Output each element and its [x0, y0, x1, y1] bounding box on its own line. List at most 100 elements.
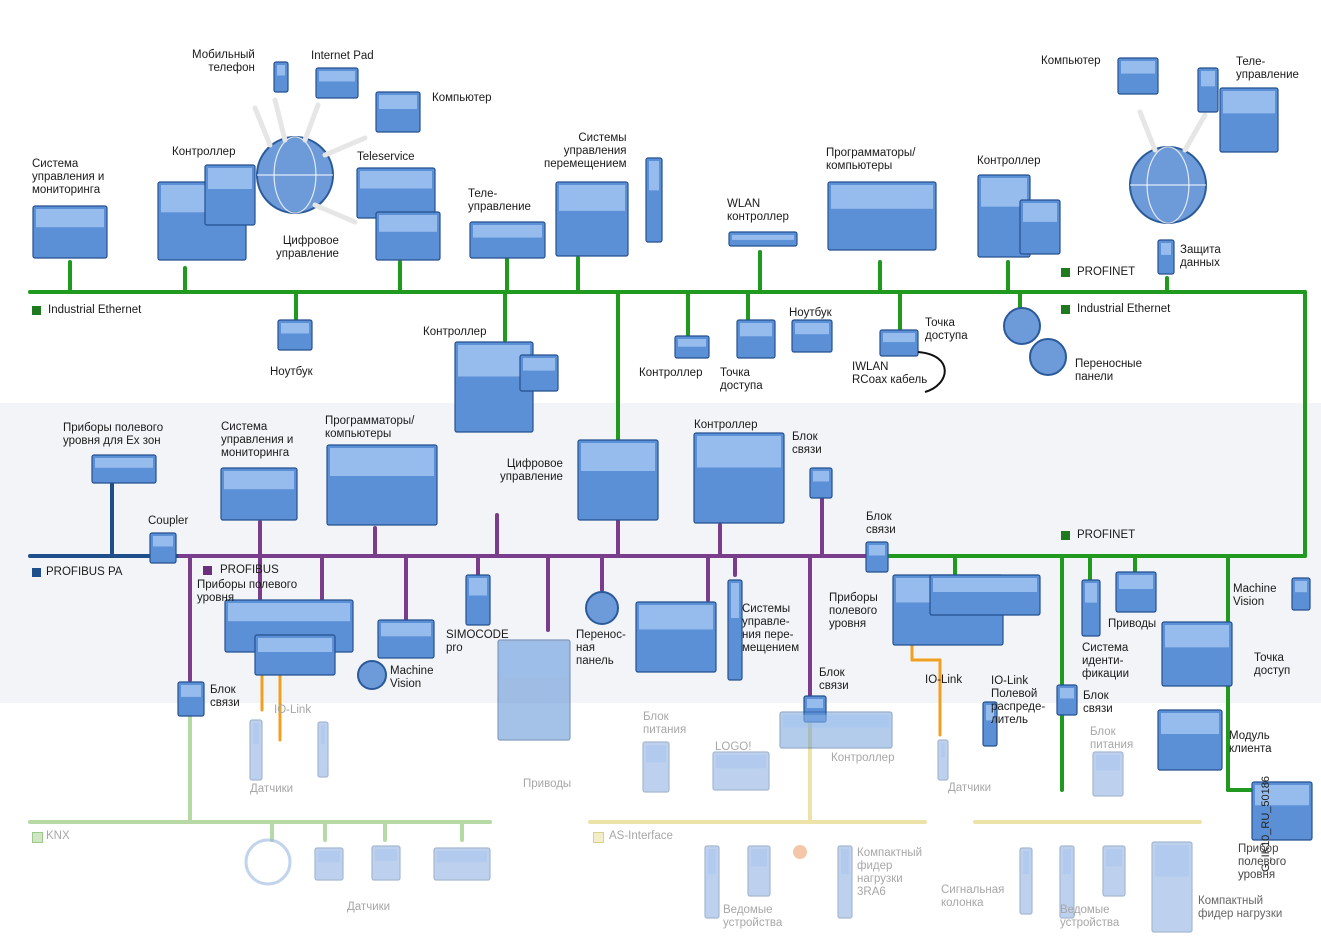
label-controller-small: Контроллер	[639, 367, 703, 379]
sensor-3-icon	[937, 739, 949, 781]
label-mobile-phone: Мобильный телефон	[192, 49, 255, 74]
power-supply-1-icon	[642, 741, 670, 793]
data-protection-icon-panel	[1161, 243, 1171, 255]
label-computer-top-right: Компьютер	[1041, 55, 1101, 67]
drives-right-icon-panel	[1119, 575, 1153, 589]
knx-sensor-1-icon	[244, 838, 292, 886]
label-logo: LOGO!	[715, 741, 752, 753]
label-hmi-system-mid: Система управления и мониторинга	[221, 421, 294, 459]
signal-column-icon	[1019, 847, 1033, 915]
io-link-dist-icon-panel	[986, 705, 994, 721]
label-access-point-1: Точка доступа	[720, 367, 763, 392]
legend-knx-swatch	[32, 832, 43, 843]
arrow-extra	[252, 105, 273, 148]
label-controller-top-right: Контроллер	[977, 155, 1041, 167]
label-laptop-right: Ноутбук	[789, 307, 832, 319]
label-computer-top: Компьютер	[432, 92, 492, 104]
programmers-mid-icon-panel	[330, 448, 434, 476]
legend-profibus-pa: PROFIBUS PA	[46, 566, 123, 578]
comm-block-4-icon-panel	[807, 699, 823, 709]
arrow-to-computer-right	[1137, 109, 1158, 153]
label-comm-block-3: Блок связи	[210, 684, 240, 709]
label-sensors-3: Датчики	[347, 901, 391, 913]
coupler-icon-panel	[153, 536, 173, 547]
controller-mid2-rack-panel	[697, 436, 781, 468]
legend-ethernet-left-swatch	[32, 306, 41, 315]
arrow-to-pad	[302, 102, 321, 143]
label-access-point-2: Точка доступа	[925, 317, 968, 342]
digital-control-mid-panel-panel	[581, 443, 655, 471]
label-teleservice: Teleservice	[357, 151, 415, 163]
controller-top-left-panel-panel	[208, 168, 252, 189]
label-compact-feeder-2: Компактный фидер нагрузки	[1198, 895, 1283, 920]
computer-top-right-icon-panel	[1121, 61, 1155, 74]
programmers-top-icon-panel	[831, 185, 933, 209]
slave-device-2-icon-panel	[751, 849, 767, 867]
label-client-module: Модуль клиента	[1229, 730, 1272, 755]
slave-device-1-icon-panel	[708, 849, 716, 875]
label-comm-block-2: Блок связи	[866, 511, 896, 536]
label-sensors-1: Датчики	[250, 783, 294, 795]
comm-block-3-icon-panel	[181, 685, 201, 697]
comm-block-1-icon-panel	[813, 471, 829, 482]
access-point-3-icon-panel	[1165, 625, 1229, 648]
label-wlan-controller: WLAN контроллер	[727, 198, 789, 223]
arrow-to-computer	[322, 135, 368, 158]
power-supply-2-icon	[1092, 751, 1124, 797]
label-ident-system: Система иденти- фикации	[1082, 642, 1129, 680]
motion-top-panel-panel	[559, 185, 625, 211]
controller-low-icon-panel	[783, 715, 889, 728]
simocode-icon-panel	[469, 578, 487, 596]
machine-vision-left-icon-panel	[381, 623, 431, 637]
knx-sensor-3-icon-panel	[375, 849, 397, 861]
field-ex-device-icon-panel	[95, 458, 153, 468]
ident-system-icon-panel	[1085, 583, 1097, 603]
legend-ethernet-left: Industrial Ethernet	[48, 304, 142, 316]
telecontrol-top-rack-panel	[473, 225, 542, 238]
motion-mid-drive-panel	[731, 583, 739, 618]
logo-icon-panel	[716, 755, 766, 769]
label-drives-right: Приводы	[1108, 618, 1157, 630]
label-simocode: SIMOCODE pro	[446, 629, 509, 654]
label-sensors-2: Датчики	[948, 782, 992, 794]
legend-profibus-swatch	[203, 566, 212, 575]
label-comm-block-5: Блок связи	[1083, 690, 1113, 715]
compact-feeder-2-icon	[1151, 841, 1193, 933]
label-controller-mid: Контроллер	[423, 326, 487, 338]
label-field-devices-left: Приборы полевого уровня	[197, 579, 298, 604]
label-data-protection: Защита данных	[1180, 244, 1221, 269]
hmi-panel-mid-panel	[224, 471, 294, 490]
legend-profinet-top: PROFINET	[1077, 266, 1136, 278]
controller-low-icon	[779, 711, 893, 749]
sensor-2-icon	[317, 721, 329, 778]
label-programmers-mid: Программаторы/ компьютеры	[325, 415, 415, 440]
slave-device-1-icon	[704, 845, 720, 919]
mobile-phone-icon-panel	[277, 65, 285, 76]
motion-top-drive-panel	[649, 161, 659, 191]
legend-profinet-mid: PROFINET	[1077, 529, 1136, 541]
slave-device-3-icon	[1059, 845, 1075, 919]
label-digital-control-top: Цифровое управление	[276, 235, 339, 260]
digital-control-top-panel-panel	[379, 215, 437, 232]
legend-profinet-top-swatch	[1061, 268, 1070, 277]
machine-vision-right-icon-panel	[1295, 581, 1307, 593]
label-machine-vision-right: Machine Vision	[1233, 583, 1277, 608]
label-hmi-system-top: Система управления и мониторинга	[32, 158, 105, 196]
arrow-to-digital-control	[312, 202, 358, 225]
label-controller-low: Контроллер	[831, 752, 895, 764]
legend-profibus-pa-swatch	[32, 568, 41, 577]
label-laptop-left: Ноутбук	[270, 366, 313, 378]
label-field-device-br: Прибор полевого уровня	[1238, 843, 1287, 881]
power-supply-2-icon-panel	[1096, 755, 1120, 771]
field-devices-left-rack-panel	[228, 603, 350, 622]
drives-mid-icon-panel	[501, 643, 567, 678]
knx-sensor-3-icon	[371, 845, 401, 881]
label-mobile-panels: Переносные панели	[1075, 358, 1142, 383]
field-device-br-icon-panel	[1255, 785, 1309, 806]
machine-vision-camera-icon	[357, 660, 387, 690]
drives-mid-icon	[497, 639, 571, 741]
sensor-1-icon	[249, 719, 263, 781]
field-devices-right-top-panel	[933, 578, 1037, 592]
label-telecontrol-top: Теле- управление	[468, 188, 531, 213]
